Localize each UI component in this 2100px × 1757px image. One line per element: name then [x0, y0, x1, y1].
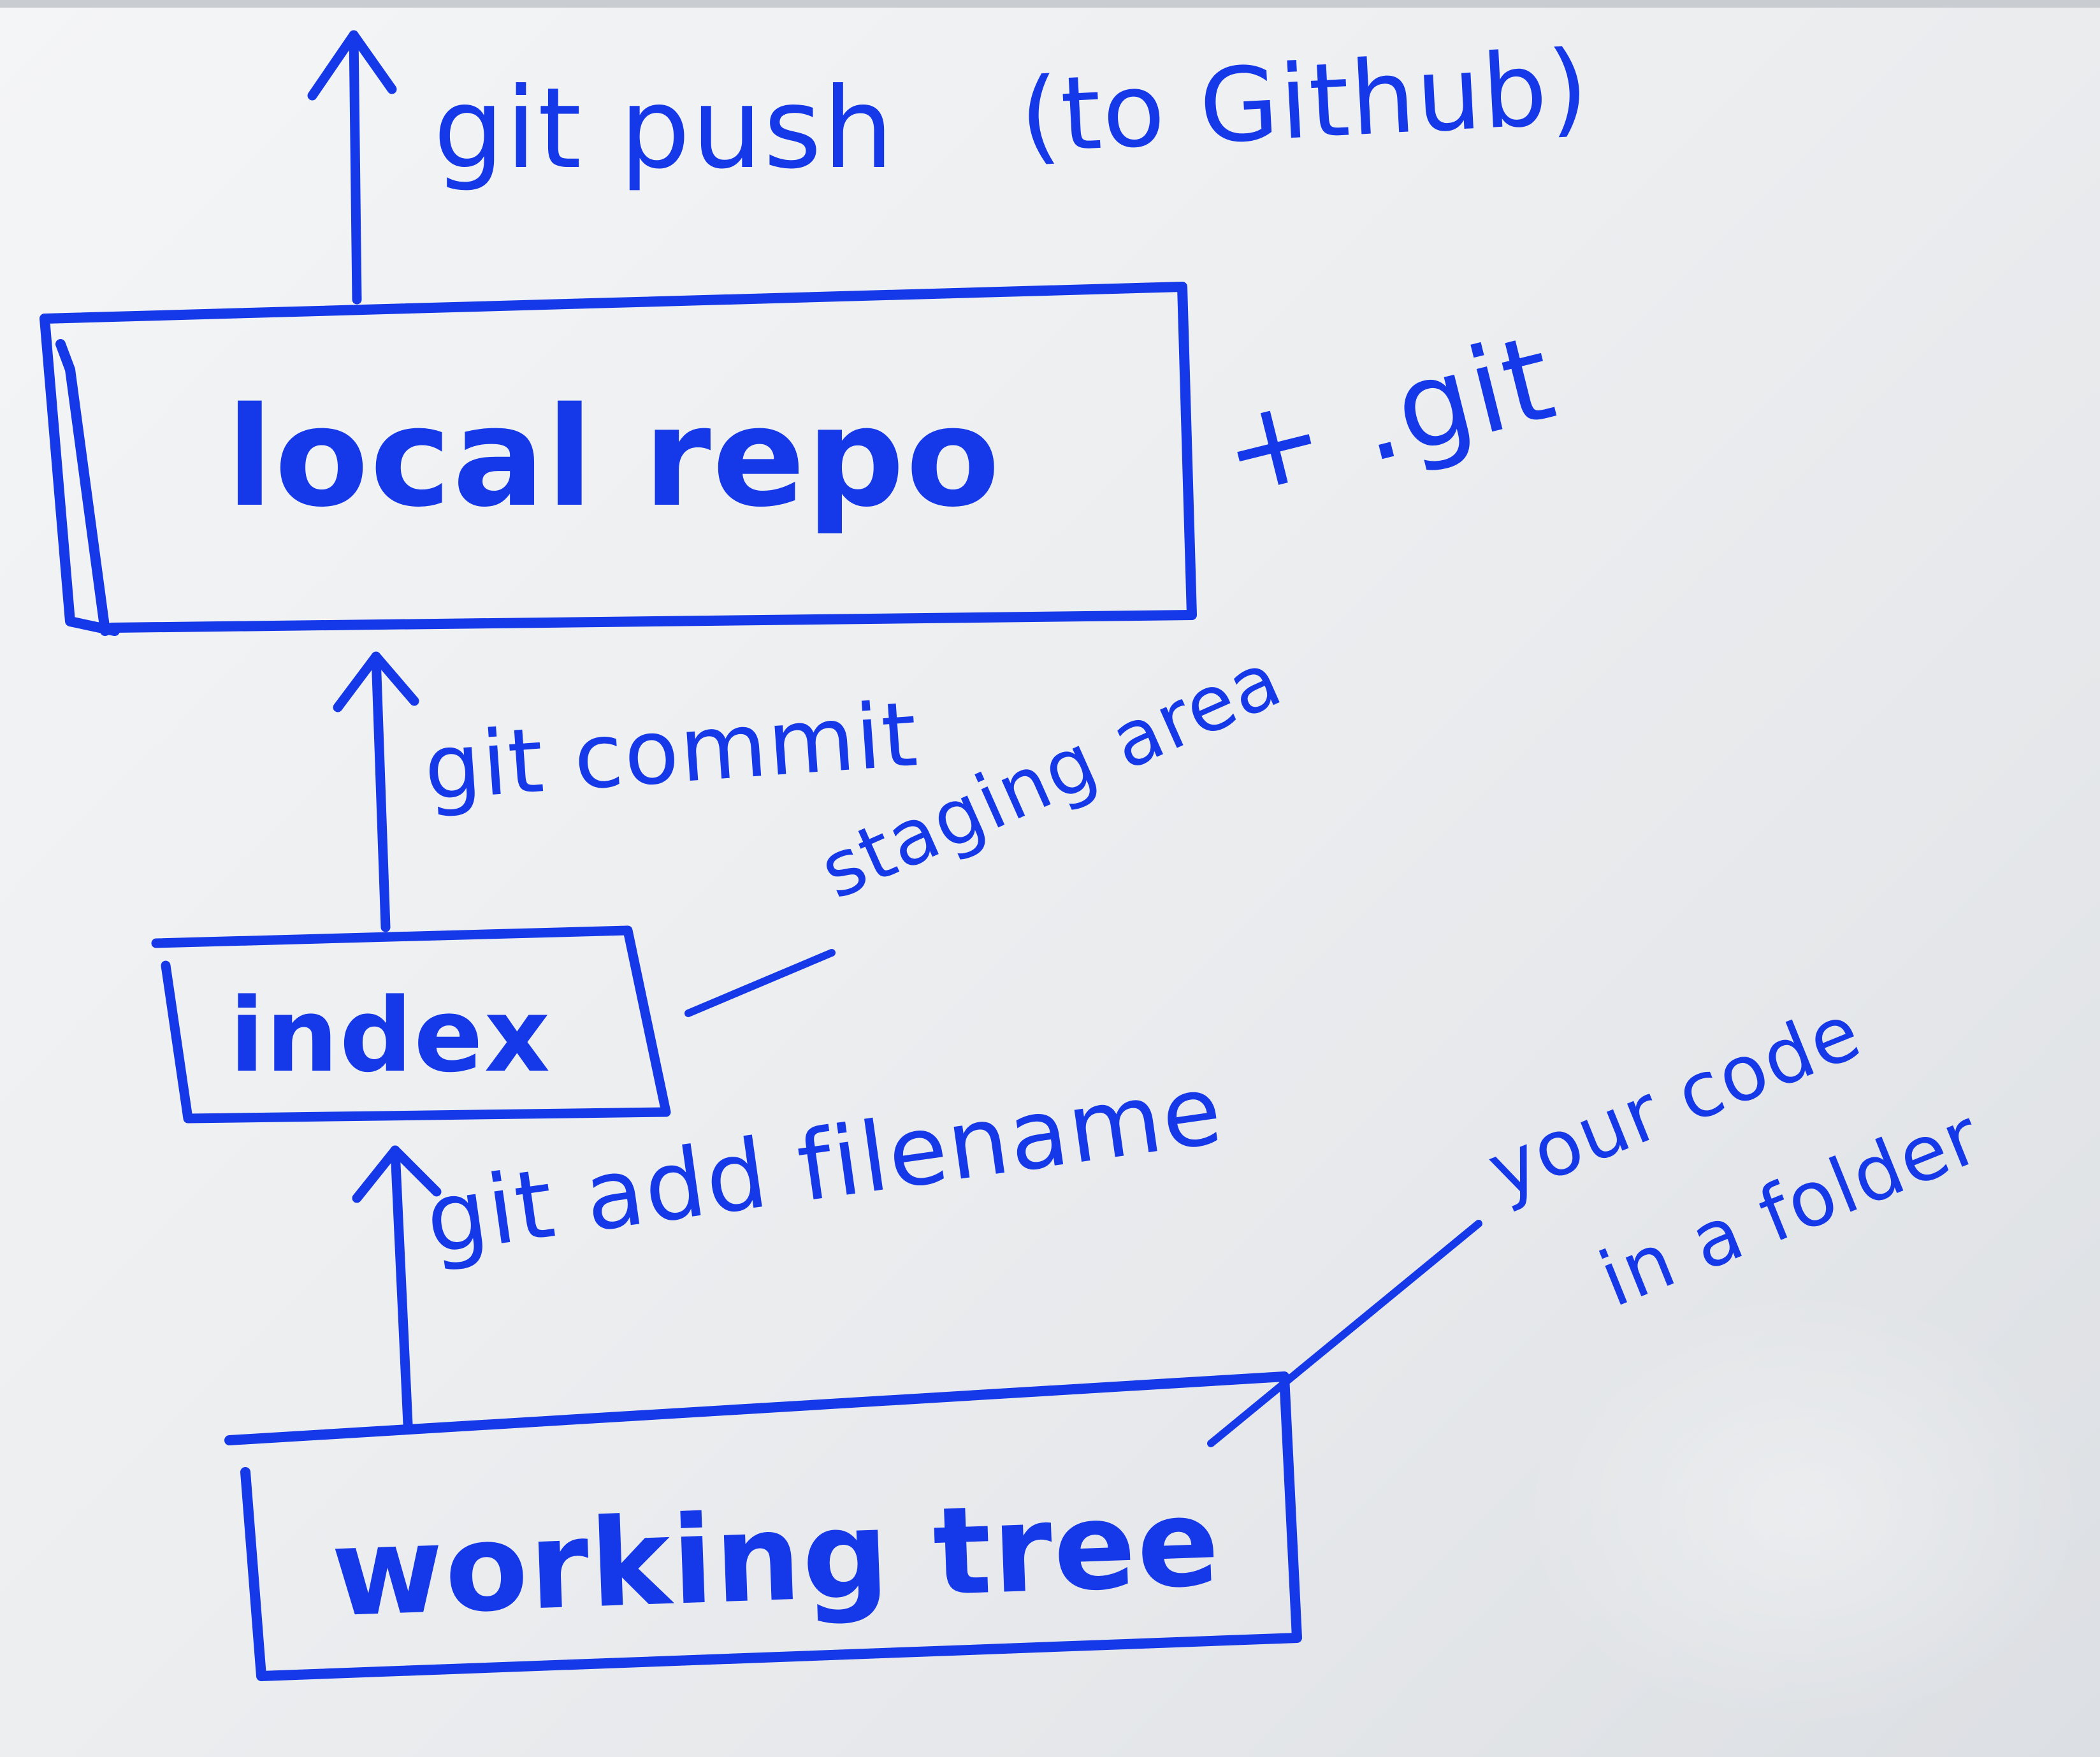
working-tree-box: [224, 1371, 1302, 1681]
working-tree-label: working tree: [329, 1471, 1223, 1644]
add-arrow: [390, 1145, 413, 1429]
git-push-label: git push: [433, 64, 895, 194]
index-label: index: [229, 976, 551, 1095]
index-box: [151, 925, 671, 1124]
local-repo-label: local repo: [226, 377, 1001, 537]
push-arrow: [349, 30, 362, 305]
your-code-pointer: [1207, 1220, 1482, 1447]
staging-area-pointer: [684, 949, 836, 1017]
whiteboard-frame-edge: [0, 0, 2100, 8]
commit-arrow: [371, 651, 391, 932]
to-github-label: (to Github): [1017, 27, 1593, 177]
